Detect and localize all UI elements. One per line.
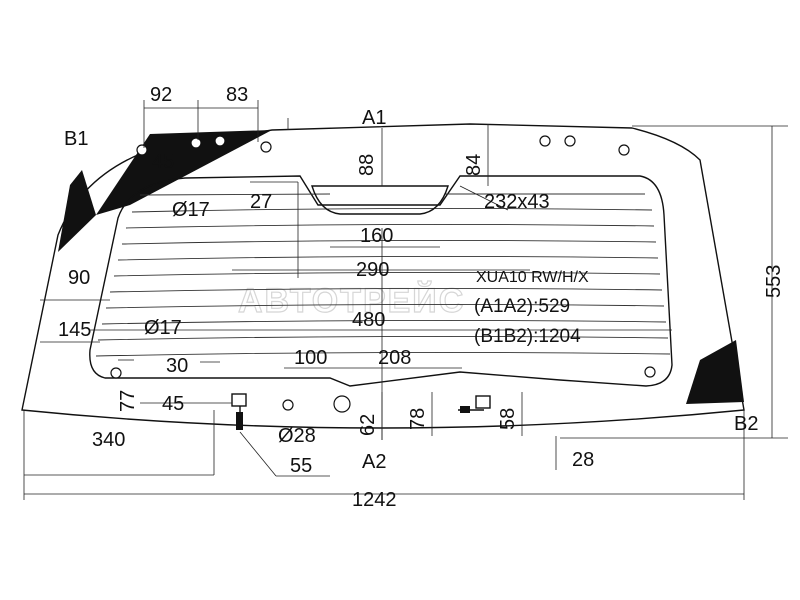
point-b2-label: B2 (734, 413, 758, 435)
dim-28-hole: Ø28 (278, 425, 316, 447)
hole-4 (260, 141, 272, 153)
dim-30: 30 (166, 355, 188, 377)
dim-1242: 1242 (352, 489, 397, 511)
dim-58: 58 (497, 408, 519, 430)
dim-17-upper: Ø17 (172, 199, 210, 221)
measure-a1a2: (A1A2):529 (474, 296, 570, 317)
print-corner-left (58, 170, 96, 252)
dim-92: 92 (150, 84, 172, 106)
dim-27: 27 (250, 191, 272, 213)
dim-160: 160 (360, 225, 393, 247)
hole-3 (214, 135, 226, 147)
dim-145: 145 (58, 319, 91, 341)
hole-8 (110, 367, 122, 379)
dim-553: 553 (763, 265, 785, 298)
connector-left (231, 393, 247, 430)
hole-1 (136, 144, 148, 156)
hole-11 (333, 395, 351, 413)
dim-100: 100 (294, 347, 327, 369)
hole-2 (190, 137, 202, 149)
hole-5 (539, 135, 551, 147)
watermark-text: АВТОТРЕЙС (238, 281, 465, 320)
dim-83: 83 (226, 84, 248, 106)
dim-55: 55 (290, 455, 312, 477)
hole-10 (282, 399, 294, 411)
dimension-lines (23, 100, 788, 500)
dim-84: 84 (463, 154, 485, 176)
connector-right (458, 395, 491, 413)
dim-78: 78 (407, 408, 429, 430)
point-a1-label: A1 (362, 107, 386, 129)
part-code: XUA10 RW/H/X (476, 269, 589, 286)
point-a2-label: A2 (362, 451, 386, 473)
dim-90: 90 (68, 267, 90, 289)
dim-45-top: 45 (152, 151, 174, 173)
dim-88: 88 (356, 154, 378, 176)
dim-290: 290 (356, 259, 389, 281)
dim-45-bottom: 45 (162, 393, 184, 415)
heated-area-outline (89, 175, 673, 387)
dim-17-lower: Ø17 (144, 317, 182, 339)
mount-holes (110, 135, 656, 413)
heater-grid (95, 193, 671, 357)
measure-b1b2: (B1B2):1204 (474, 326, 581, 347)
print-corner-right (686, 340, 744, 404)
glass-outline (21, 123, 745, 429)
hole-9 (644, 366, 656, 378)
dim-232x43: 232x43 (484, 191, 550, 213)
hole-6 (564, 135, 576, 147)
dim-62: 62 (357, 414, 379, 436)
brake-light-notch (311, 185, 449, 215)
point-b1-label: B1 (64, 128, 88, 150)
dim-28: 28 (572, 449, 594, 471)
dim-480: 480 (352, 309, 385, 331)
dim-208: 208 (378, 347, 411, 369)
dim-340: 340 (92, 429, 125, 451)
dim-77: 77 (117, 390, 139, 412)
hole-7 (618, 144, 630, 156)
